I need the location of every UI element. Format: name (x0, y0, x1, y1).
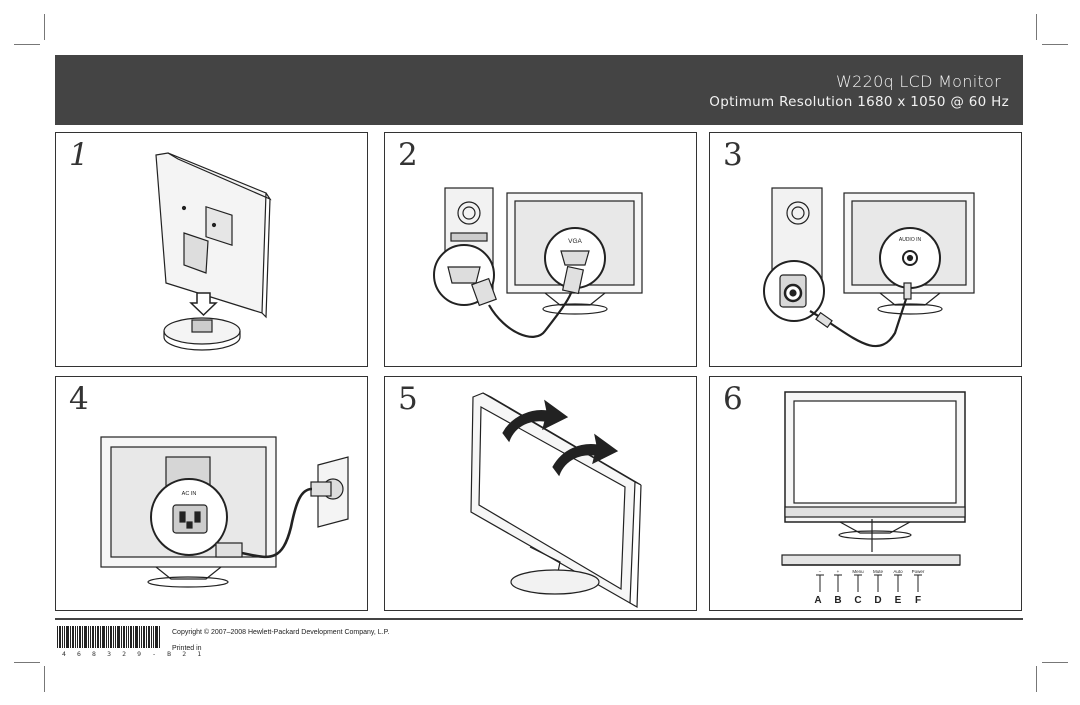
step-panel-1: 1 (55, 132, 368, 367)
step-number: 3 (723, 137, 743, 173)
audio-port-label: AUDIO IN (899, 237, 922, 243)
ac-port-label: AC IN (182, 491, 197, 497)
copyright-text: Copyright © 2007–2008 Hewlett-Packard De… (172, 629, 390, 636)
button-icon-e: Auto (893, 569, 903, 574)
step-panel-4: AC IN 4 (55, 376, 368, 611)
crop-mark (44, 14, 45, 40)
vga-port-label: VGA (568, 238, 582, 245)
step-4-illustration: AC IN (100, 436, 349, 588)
button-icon-c: Menu (852, 569, 864, 574)
crop-mark (14, 662, 40, 663)
barcode-image (57, 626, 160, 648)
step-3-illustration: AUDIO IN (763, 187, 975, 348)
step-number: 6 (723, 381, 743, 417)
step-number: 4 (69, 381, 89, 417)
button-letter-a: A (814, 595, 821, 606)
button-letter-c: C (854, 595, 861, 606)
button-letter-d: D (874, 595, 881, 606)
step-panel-2: VGA 2 (384, 132, 697, 367)
button-icon-b: + (837, 569, 840, 574)
crop-mark (44, 666, 45, 692)
step-panel-5: 5 (384, 376, 697, 611)
printed-in-text: Printed in (172, 645, 202, 652)
barcode-digits: 4 6 8 3 2 9 - B 2 1 (62, 650, 205, 658)
crop-mark (1036, 14, 1037, 40)
button-icon-d: Mute (873, 569, 884, 574)
crop-mark (1042, 662, 1068, 663)
step-number: 1 (69, 137, 89, 173)
step-6-illustration: − + Menu Mute Auto Power A B C D E F (781, 391, 966, 606)
step-2-illustration: VGA (433, 187, 643, 338)
crop-mark (1036, 666, 1037, 692)
footer-rule (55, 618, 1023, 620)
button-icon-a: − (819, 569, 822, 574)
page-title: W220q LCD Monitor (835, 72, 1001, 91)
step-panel-6: − + Menu Mute Auto Power A B C D E F 6 (709, 376, 1022, 611)
step-5-illustration (470, 392, 642, 609)
button-letter-b: B (834, 595, 841, 606)
crop-mark (14, 44, 40, 45)
button-icon-f: Power (912, 569, 925, 574)
page-subtitle: Optimum Resolution 1680 x 1050 @ 60 Hz (709, 94, 1009, 110)
button-letter-e: E (895, 595, 902, 606)
step-number: 5 (398, 381, 418, 417)
header-band: W220q LCD Monitor Optimum Resolution 168… (55, 55, 1023, 125)
step-1-illustration (155, 152, 272, 351)
step-panel-3: AUDIO IN 3 (709, 132, 1022, 367)
step-number: 2 (398, 137, 418, 173)
button-letter-f: F (915, 595, 921, 606)
crop-mark (1042, 44, 1068, 45)
